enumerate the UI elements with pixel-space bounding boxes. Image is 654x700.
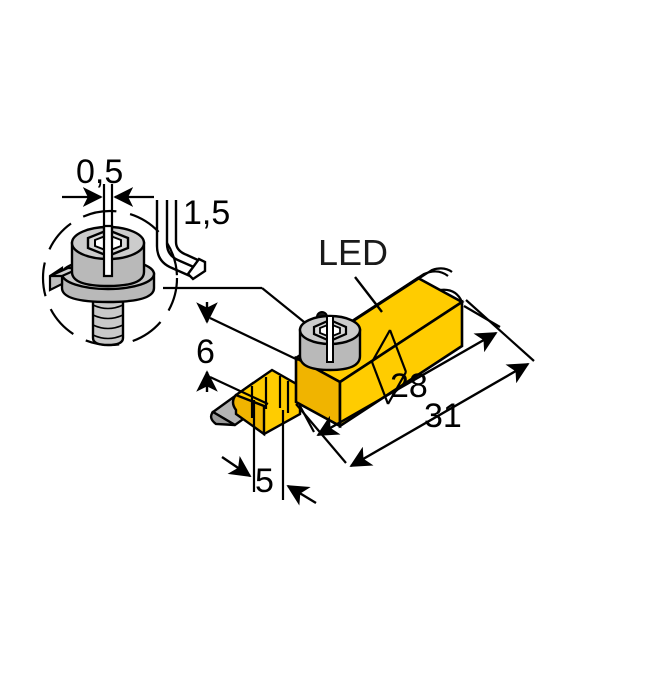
dim-text-length-total: 31 <box>424 397 462 435</box>
led-leader-line <box>354 276 383 313</box>
dimension-body-height: 6 <box>196 302 299 405</box>
screw-shank <box>91 294 125 347</box>
detail-leader-line <box>163 286 315 331</box>
dimension-cable-offset: 5 <box>221 400 317 506</box>
hex-key-icon <box>155 200 207 281</box>
sensor-mounting-screw <box>298 314 362 372</box>
screw-slot <box>102 224 114 278</box>
dim-text-body-height: 6 <box>196 333 215 371</box>
dim-text-cable-offset: 5 <box>255 462 274 500</box>
dimension-slot-width: 0,5 <box>62 153 154 240</box>
front-barrel <box>231 368 302 437</box>
led-label: LED <box>318 232 388 273</box>
mounting-screw-detail <box>48 224 156 347</box>
dim-text-slot-width: 0,5 <box>76 153 123 191</box>
dim-text-hex-key: 1,5 <box>183 194 230 232</box>
dim-text-length-body: 28 <box>390 367 428 405</box>
dimension-length-total: 31 <box>295 299 535 468</box>
